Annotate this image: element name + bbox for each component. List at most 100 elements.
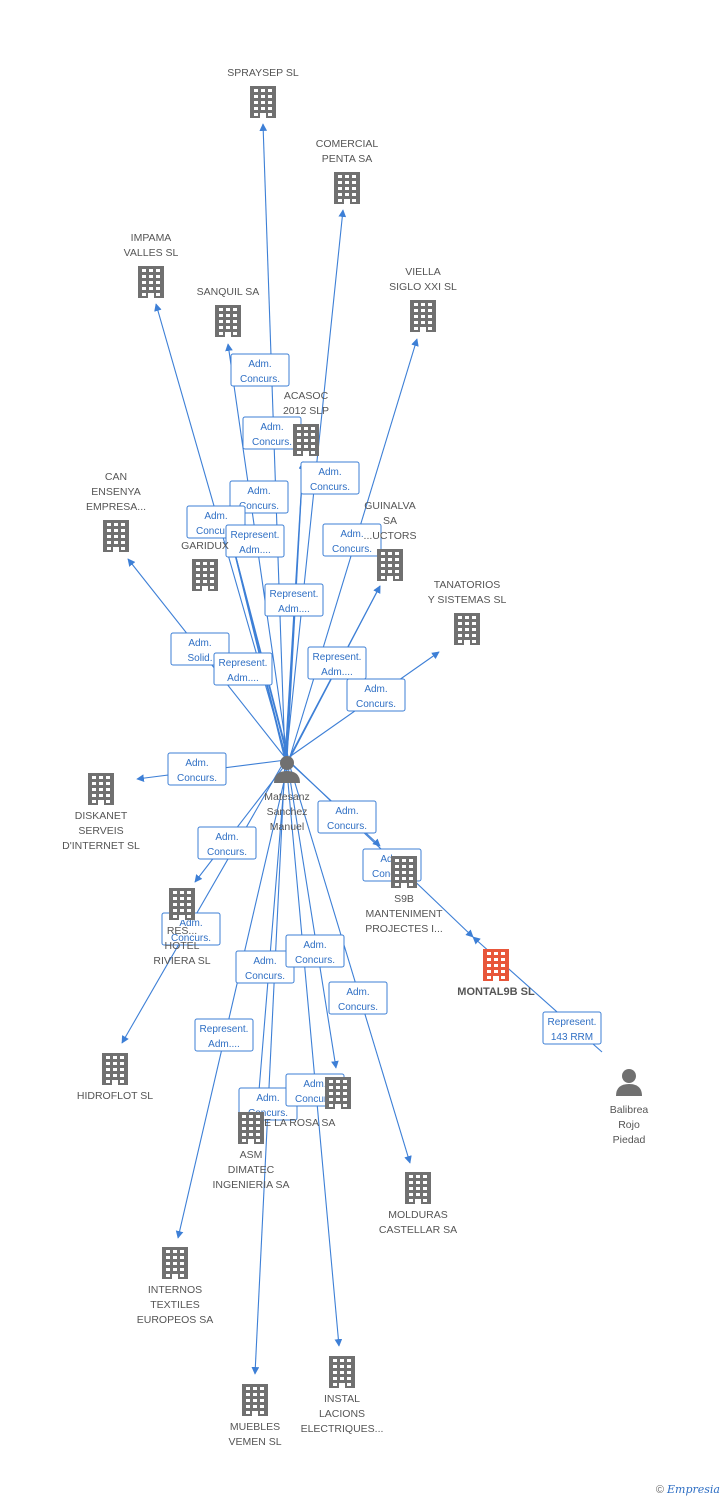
edge-label-text: Represent. xyxy=(200,1024,249,1035)
node-label: INSTALLACIONSELECTRIQUES... xyxy=(301,1393,384,1435)
company-node[interactable] xyxy=(242,1384,268,1416)
building-icon xyxy=(192,559,218,591)
edge-label-box xyxy=(328,981,388,1015)
edge-label-box xyxy=(230,353,290,387)
building-icon xyxy=(250,86,276,118)
edge-line xyxy=(226,529,287,761)
edge-label-text: Adm.... xyxy=(321,667,353,678)
edge-label[interactable]: Adm.Concurs. xyxy=(229,480,289,514)
building-icon xyxy=(377,549,403,581)
node-label-line: RIVIERA SL xyxy=(153,955,210,967)
company-node[interactable] xyxy=(293,424,319,456)
edge-label-text: Adm.... xyxy=(239,545,271,556)
node-label-line: S9B xyxy=(394,893,414,905)
node-label-line: D'INTERNET SL xyxy=(62,840,140,852)
node-label-line: INGENIERIA SA xyxy=(212,1179,289,1191)
company-node[interactable] xyxy=(88,773,114,805)
person-icon xyxy=(616,1069,642,1096)
edge-label-text: Concurs. xyxy=(171,933,211,944)
edge-label-box xyxy=(346,678,406,712)
node-label: GARIDUX xyxy=(181,540,229,552)
node-label-line: MANTENIMENT xyxy=(366,908,444,920)
node-label-line: IMPAMA xyxy=(131,232,172,244)
edge-label-text: Adm. xyxy=(364,684,387,695)
edge-label[interactable]: Adm. Concurs. xyxy=(167,752,227,786)
edge-label-text: Adm.... xyxy=(278,604,310,615)
company-node[interactable] xyxy=(377,549,403,581)
person-node[interactable] xyxy=(616,1069,642,1096)
edge-label-text: Adm. xyxy=(215,832,238,843)
company-node[interactable] xyxy=(192,559,218,591)
edge-label[interactable]: Adm.Concurs. xyxy=(328,981,388,1015)
company-node[interactable] xyxy=(103,520,129,552)
company-node[interactable] xyxy=(138,266,164,298)
edge-label[interactable]: Adm.Concurs. xyxy=(285,934,345,968)
edge-label[interactable]: Adm. Concurs. xyxy=(197,826,257,860)
company-node[interactable] xyxy=(405,1172,431,1204)
edge-label-text: Concurs. xyxy=(177,773,217,784)
person-node[interactable] xyxy=(274,756,300,783)
company-node[interactable] xyxy=(215,305,241,337)
edge-label[interactable]: Represent.Adm.... xyxy=(307,646,367,680)
node-label-line: Matesanz xyxy=(264,791,310,803)
edge-label-box xyxy=(285,934,345,968)
node-label-line: VIELLA xyxy=(405,266,441,278)
company-node[interactable] xyxy=(169,888,195,920)
edge-label[interactable]: Adm.Concurs. xyxy=(346,678,406,712)
node-label-line: ELECTRIQUES... xyxy=(301,1423,384,1435)
edge-label[interactable]: Adm.Concurs. xyxy=(230,353,290,387)
node-label-line: Balibrea xyxy=(610,1104,649,1116)
company-node[interactable] xyxy=(391,856,417,888)
focus-company-node[interactable] xyxy=(483,949,509,981)
edge-label-text: Adm. xyxy=(188,638,211,649)
edge-label-text: Concurs. xyxy=(239,501,279,512)
edge-label-box xyxy=(542,1011,602,1045)
edge-label-box xyxy=(307,646,367,680)
edge-label[interactable]: Represent. Adm.... xyxy=(264,583,324,617)
edge-label[interactable]: Adm.Concurs. xyxy=(300,461,360,495)
edge-label-text: Represent. xyxy=(270,589,319,600)
node-label-line: CASTELLAR SA xyxy=(379,1224,457,1236)
company-node[interactable] xyxy=(238,1112,264,1144)
company-node[interactable] xyxy=(102,1053,128,1085)
edge-label[interactable]: Adm.Concurs. xyxy=(242,416,302,450)
company-node[interactable] xyxy=(250,86,276,118)
edge-label[interactable]: Adm.Concurs. xyxy=(322,523,382,557)
edge-label-text: 143 RRM xyxy=(551,1032,593,1043)
company-node[interactable] xyxy=(410,300,436,332)
edge-label[interactable]: Adm.Concurs. xyxy=(317,800,377,834)
edge-label-text: Concurs. xyxy=(248,1108,288,1119)
company-node[interactable] xyxy=(454,613,480,645)
building-icon xyxy=(391,856,417,888)
copyright-symbol: © xyxy=(655,1484,664,1496)
building-icon xyxy=(325,1077,351,1109)
building-icon xyxy=(88,773,114,805)
company-node[interactable] xyxy=(329,1356,355,1388)
edge-label[interactable]: Represent.143 RRM xyxy=(542,1011,602,1045)
node-label-line: Sanchez xyxy=(267,806,308,818)
company-node[interactable] xyxy=(325,1077,351,1109)
node-label-line: SA xyxy=(383,515,397,527)
edge-label-box xyxy=(322,523,382,557)
edge-label-text: Concurs. xyxy=(207,847,247,858)
company-node[interactable] xyxy=(162,1247,188,1279)
node-label: DE LA ROSA SA xyxy=(257,1117,336,1129)
node-label: CANENSENYAEMPRESA... xyxy=(86,471,146,513)
edge-label[interactable]: Represent.Adm.... xyxy=(194,1018,254,1052)
edge-label-text: Adm. xyxy=(185,758,208,769)
node-label-line: TANATORIOS xyxy=(434,579,501,591)
node-label-line: 2012 SLP xyxy=(283,405,329,417)
node-label: SPRAYSEP SL xyxy=(227,67,299,79)
edge-line xyxy=(285,759,343,1347)
node-label-line: Piedad xyxy=(613,1134,646,1146)
edge-label[interactable]: Represent.Adm.... xyxy=(213,652,273,686)
node-label-line: HOTEL xyxy=(164,940,199,952)
edge-label-text: Adm. xyxy=(204,511,227,522)
edge-label[interactable]: Represent.Adm.... xyxy=(225,524,285,558)
node-label-line: Rojo xyxy=(618,1119,640,1131)
company-node[interactable] xyxy=(334,172,360,204)
edge-label[interactable]: Adm.Concurs. xyxy=(235,950,295,984)
